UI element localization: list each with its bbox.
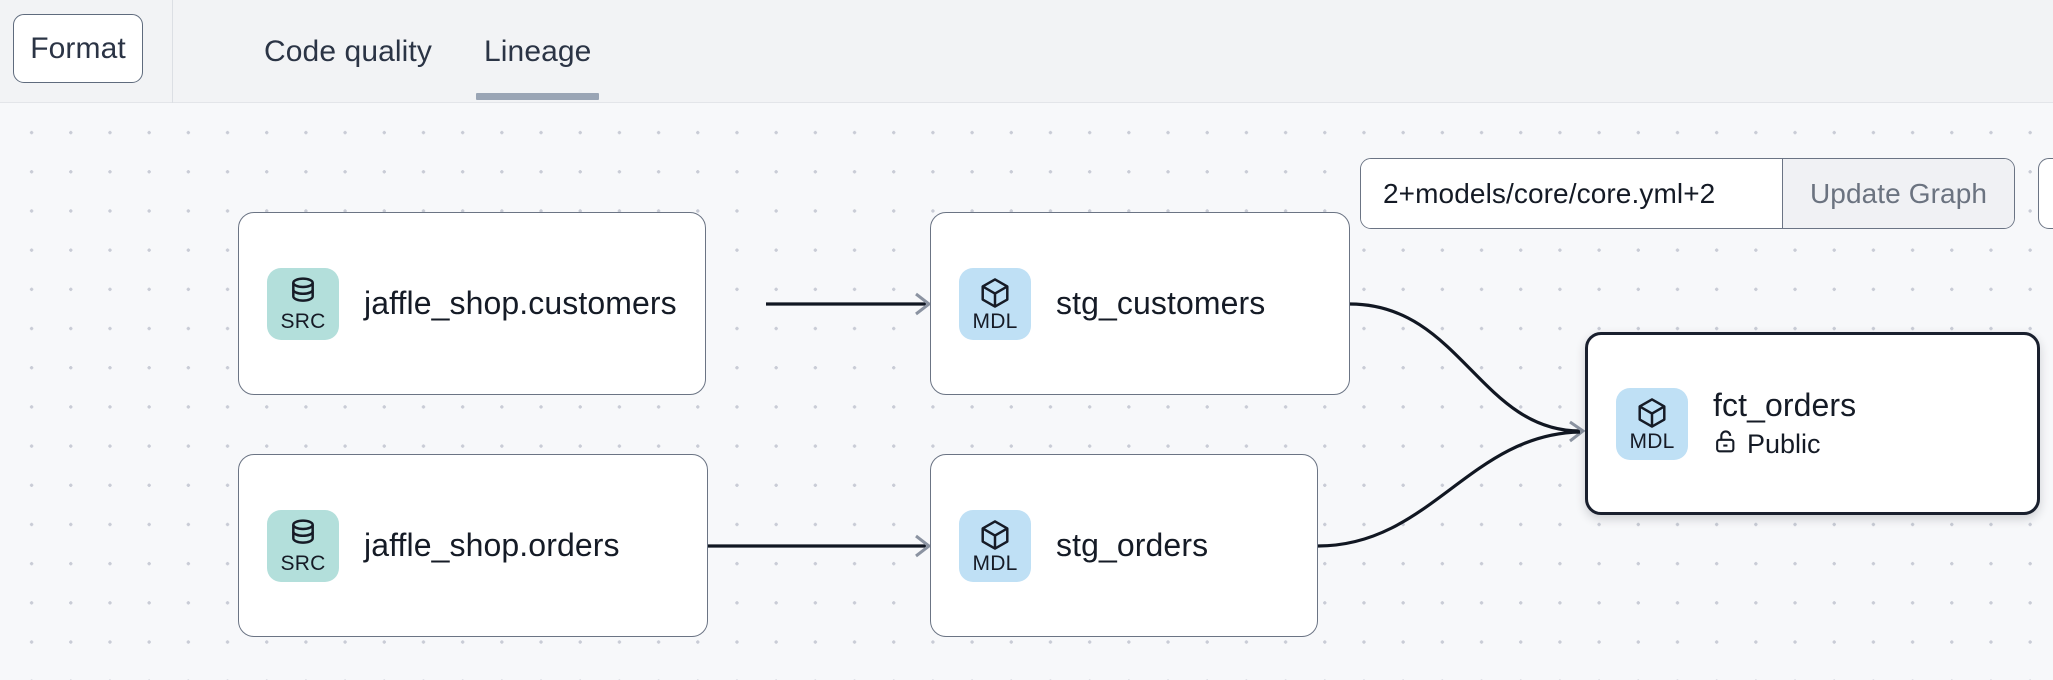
tab-code-quality[interactable]: Code quality [264,34,432,68]
edge-stg-customers-to-fct-orders [1349,302,1586,443]
node-body: fct_orders Public [1713,387,1856,461]
cube-icon [1635,396,1669,430]
lineage-node-stg-orders[interactable]: MDL stg_orders [930,454,1318,637]
edge-jaffle-shop-orders-to-stg-orders [708,534,932,558]
node-access-badge: Public [1713,428,1856,460]
cube-icon [978,518,1012,552]
node-badge-label: MDL [1629,429,1675,453]
node-badge-label: MDL [972,309,1018,333]
lineage-node-stg-customers[interactable]: MDL stg_customers [930,212,1350,395]
node-title: stg_orders [1056,526,1209,563]
database-icon [287,276,319,310]
node-badge-mdl: MDL [1616,387,1688,460]
node-badge-label: MDL [972,551,1018,575]
node-badge-label: SRC [280,309,326,333]
node-title: jaffle_shop.customers [364,284,677,321]
tab-bar: Code quality Lineage [238,0,617,103]
lineage-canvas[interactable]: SRC jaffle_shop.customers MDL stg_custo [0,103,2053,680]
node-access-label: Public [1747,428,1821,459]
graph-control-overflow[interactable] [2038,158,2053,229]
node-title: stg_customers [1056,284,1266,321]
edge-jaffle-shop-customers-to-stg-customers [766,292,932,316]
update-graph-button[interactable]: Update Graph [1782,159,2014,228]
lineage-node-jaffle-shop-orders[interactable]: SRC jaffle_shop.orders [238,454,708,637]
node-badge-mdl: MDL [959,267,1031,340]
editor-toolbar: Format Code quality Lineage [0,0,2053,103]
toolbar-divider [172,0,173,103]
lineage-node-fct-orders[interactable]: MDL fct_orders Public [1585,332,2040,515]
tab-lineage[interactable]: Lineage [458,0,617,103]
node-body: stg_orders [1056,527,1208,565]
edge-stg-orders-to-fct-orders [1317,430,1581,548]
node-badge-src: SRC [267,267,339,340]
node-badge-label: SRC [280,551,326,575]
graph-selector-control: Update Graph [1360,158,2015,229]
lineage-node-jaffle-shop-customers[interactable]: SRC jaffle_shop.customers [238,212,706,395]
format-button[interactable]: Format [13,14,143,83]
node-body: stg_customers [1056,285,1265,323]
selector-input[interactable] [1361,159,1782,228]
cube-icon [978,276,1012,310]
node-body: jaffle_shop.customers [364,285,677,323]
node-body: jaffle_shop.orders [364,527,620,565]
node-title: jaffle_shop.orders [364,526,620,563]
unlock-icon [1713,428,1738,460]
node-badge-mdl: MDL [959,509,1031,582]
node-badge-src: SRC [267,509,339,582]
database-icon [287,518,319,552]
node-title: fct_orders [1713,386,1857,423]
